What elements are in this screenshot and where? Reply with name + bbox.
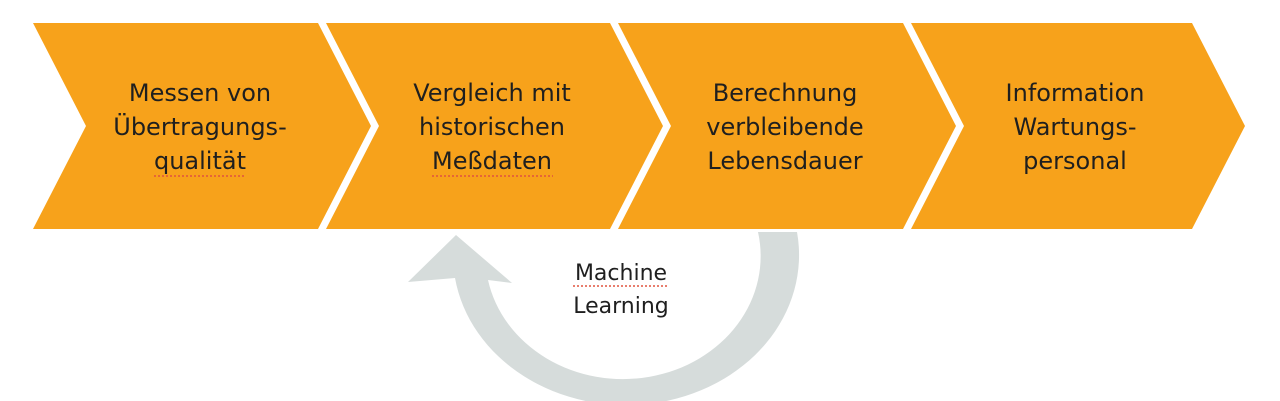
step-4-line-1: Information xyxy=(1006,79,1145,107)
step-1-line-1: Messen von xyxy=(129,79,271,107)
step-3-line-1: Berechnung xyxy=(713,79,858,107)
step-2-line-1: Vergleich mit xyxy=(413,79,571,107)
process-step-3-chevron xyxy=(618,23,956,229)
step-4-line-2: Wartungs- xyxy=(1014,113,1137,141)
step-3-line-3: Lebensdauer xyxy=(707,147,862,175)
loop-label-line-2: Learning xyxy=(573,294,669,319)
machine-learning-loop-arrow xyxy=(408,232,799,401)
step-1-line-3: qualität xyxy=(154,147,246,175)
step-3-line-2: verbleibende xyxy=(706,113,863,141)
process-step-4-chevron xyxy=(911,23,1245,229)
loop-label-line-1: Machine xyxy=(575,261,667,286)
step-1-line-2: Übertragungs- xyxy=(113,112,286,141)
step-2-line-2: historischen xyxy=(419,113,565,141)
process-step-1-chevron xyxy=(33,23,371,229)
step-2-line-3: Meßdaten xyxy=(432,147,552,175)
step-4-line-3: personal xyxy=(1023,147,1127,175)
process-step-2-chevron xyxy=(326,23,663,229)
